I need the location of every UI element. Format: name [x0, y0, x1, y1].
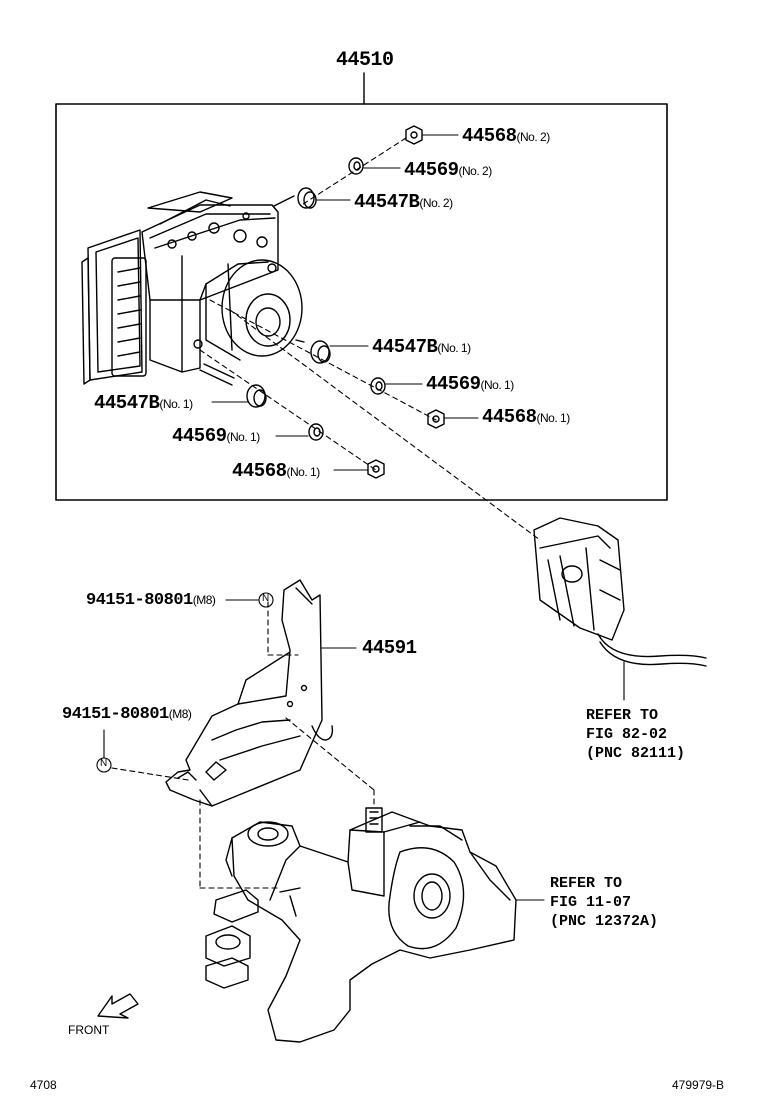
part-qualifier: (No. 1) [480, 378, 515, 392]
cushion-44547b-no1-right [310, 340, 331, 364]
part-qualifier: (No. 2) [419, 196, 453, 210]
part-number: 44568 [482, 406, 537, 428]
nut-44568-no2 [405, 125, 423, 145]
engine-mount-insulator [205, 807, 545, 1043]
part-number: 44547B [354, 191, 420, 213]
nut-44568-no1-right [427, 409, 445, 429]
part-number: 44569 [404, 159, 459, 181]
label-washer-no2: 44569(No. 2) [404, 161, 492, 180]
label-nut-no1-left: 44568(No. 1) [232, 462, 320, 481]
assembly-frame [55, 103, 668, 501]
label-nut-no1-right: 44568(No. 1) [482, 408, 570, 427]
washer-44569-no2 [348, 157, 364, 175]
part-qualifier: (No. 1) [226, 430, 261, 444]
part-number: 44569 [426, 373, 481, 395]
part-qualifier: (No. 1) [159, 397, 193, 411]
label-bolt-lower: 94151-80801(M8) [62, 705, 192, 724]
footer-diagram-code: 479979-B [672, 1078, 725, 1092]
abs-actuator-unit [81, 191, 305, 386]
part-number: 44547B [94, 392, 160, 414]
label-nut-no2: 44568(No. 2) [462, 127, 550, 146]
part-number: 44568 [462, 125, 517, 147]
label-washer-no1-right: 44569(No. 1) [426, 375, 514, 394]
part-qualifier: (No. 1) [437, 341, 471, 355]
part-qualifier: (No. 1) [286, 465, 321, 479]
bracket-44591 [165, 579, 334, 807]
part-qualifier: (No. 1) [536, 411, 571, 425]
cushion-44547b-no1-left [246, 384, 267, 408]
front-arrow-icon [97, 993, 139, 1019]
main-part-label: 44510 [336, 49, 394, 72]
part-qualifier: (No. 2) [458, 164, 493, 178]
label-washer-no1-left: 44569(No. 1) [172, 427, 260, 446]
part-qualifier: (M8) [168, 707, 192, 721]
nut-44568-no1-left [367, 459, 385, 479]
refer-to-connector-note: REFER TO FIG 82-02 (PNC 82111) [586, 707, 686, 762]
bolt-upper-symbol [225, 592, 274, 608]
part-number: 94151-80801 [86, 591, 193, 610]
part-number: 44547B [372, 336, 438, 358]
nut-symbol-lower: N [100, 758, 108, 769]
bolt-lower-symbol [96, 729, 112, 773]
label-cushion-no1-left: 44547B(No. 1) [94, 394, 193, 413]
part-number: 44569 [172, 425, 227, 447]
part-qualifier: (M8) [192, 593, 216, 607]
part-number: 44568 [232, 460, 287, 482]
label-cushion-no1-right: 44547B(No. 1) [372, 338, 471, 357]
assembly-dashed-lines [111, 137, 541, 889]
nut-symbol-upper: N [262, 593, 270, 604]
wire-harness-connector [533, 517, 707, 701]
label-bolt-upper: 94151-80801(M8) [86, 591, 216, 610]
bracket-part-label: 44591 [362, 637, 417, 659]
part-qualifier: (No. 2) [516, 130, 551, 144]
footer-page-number: 4708 [30, 1078, 57, 1092]
part-leader-lines [211, 134, 479, 471]
part-number: 94151-80801 [62, 705, 169, 724]
label-cushion-no2: 44547B(No. 2) [354, 193, 453, 212]
refer-to-mount-note: REFER TO FIG 11-07 (PNC 12372A) [550, 875, 659, 930]
front-direction-label: FRONT [68, 1023, 110, 1037]
